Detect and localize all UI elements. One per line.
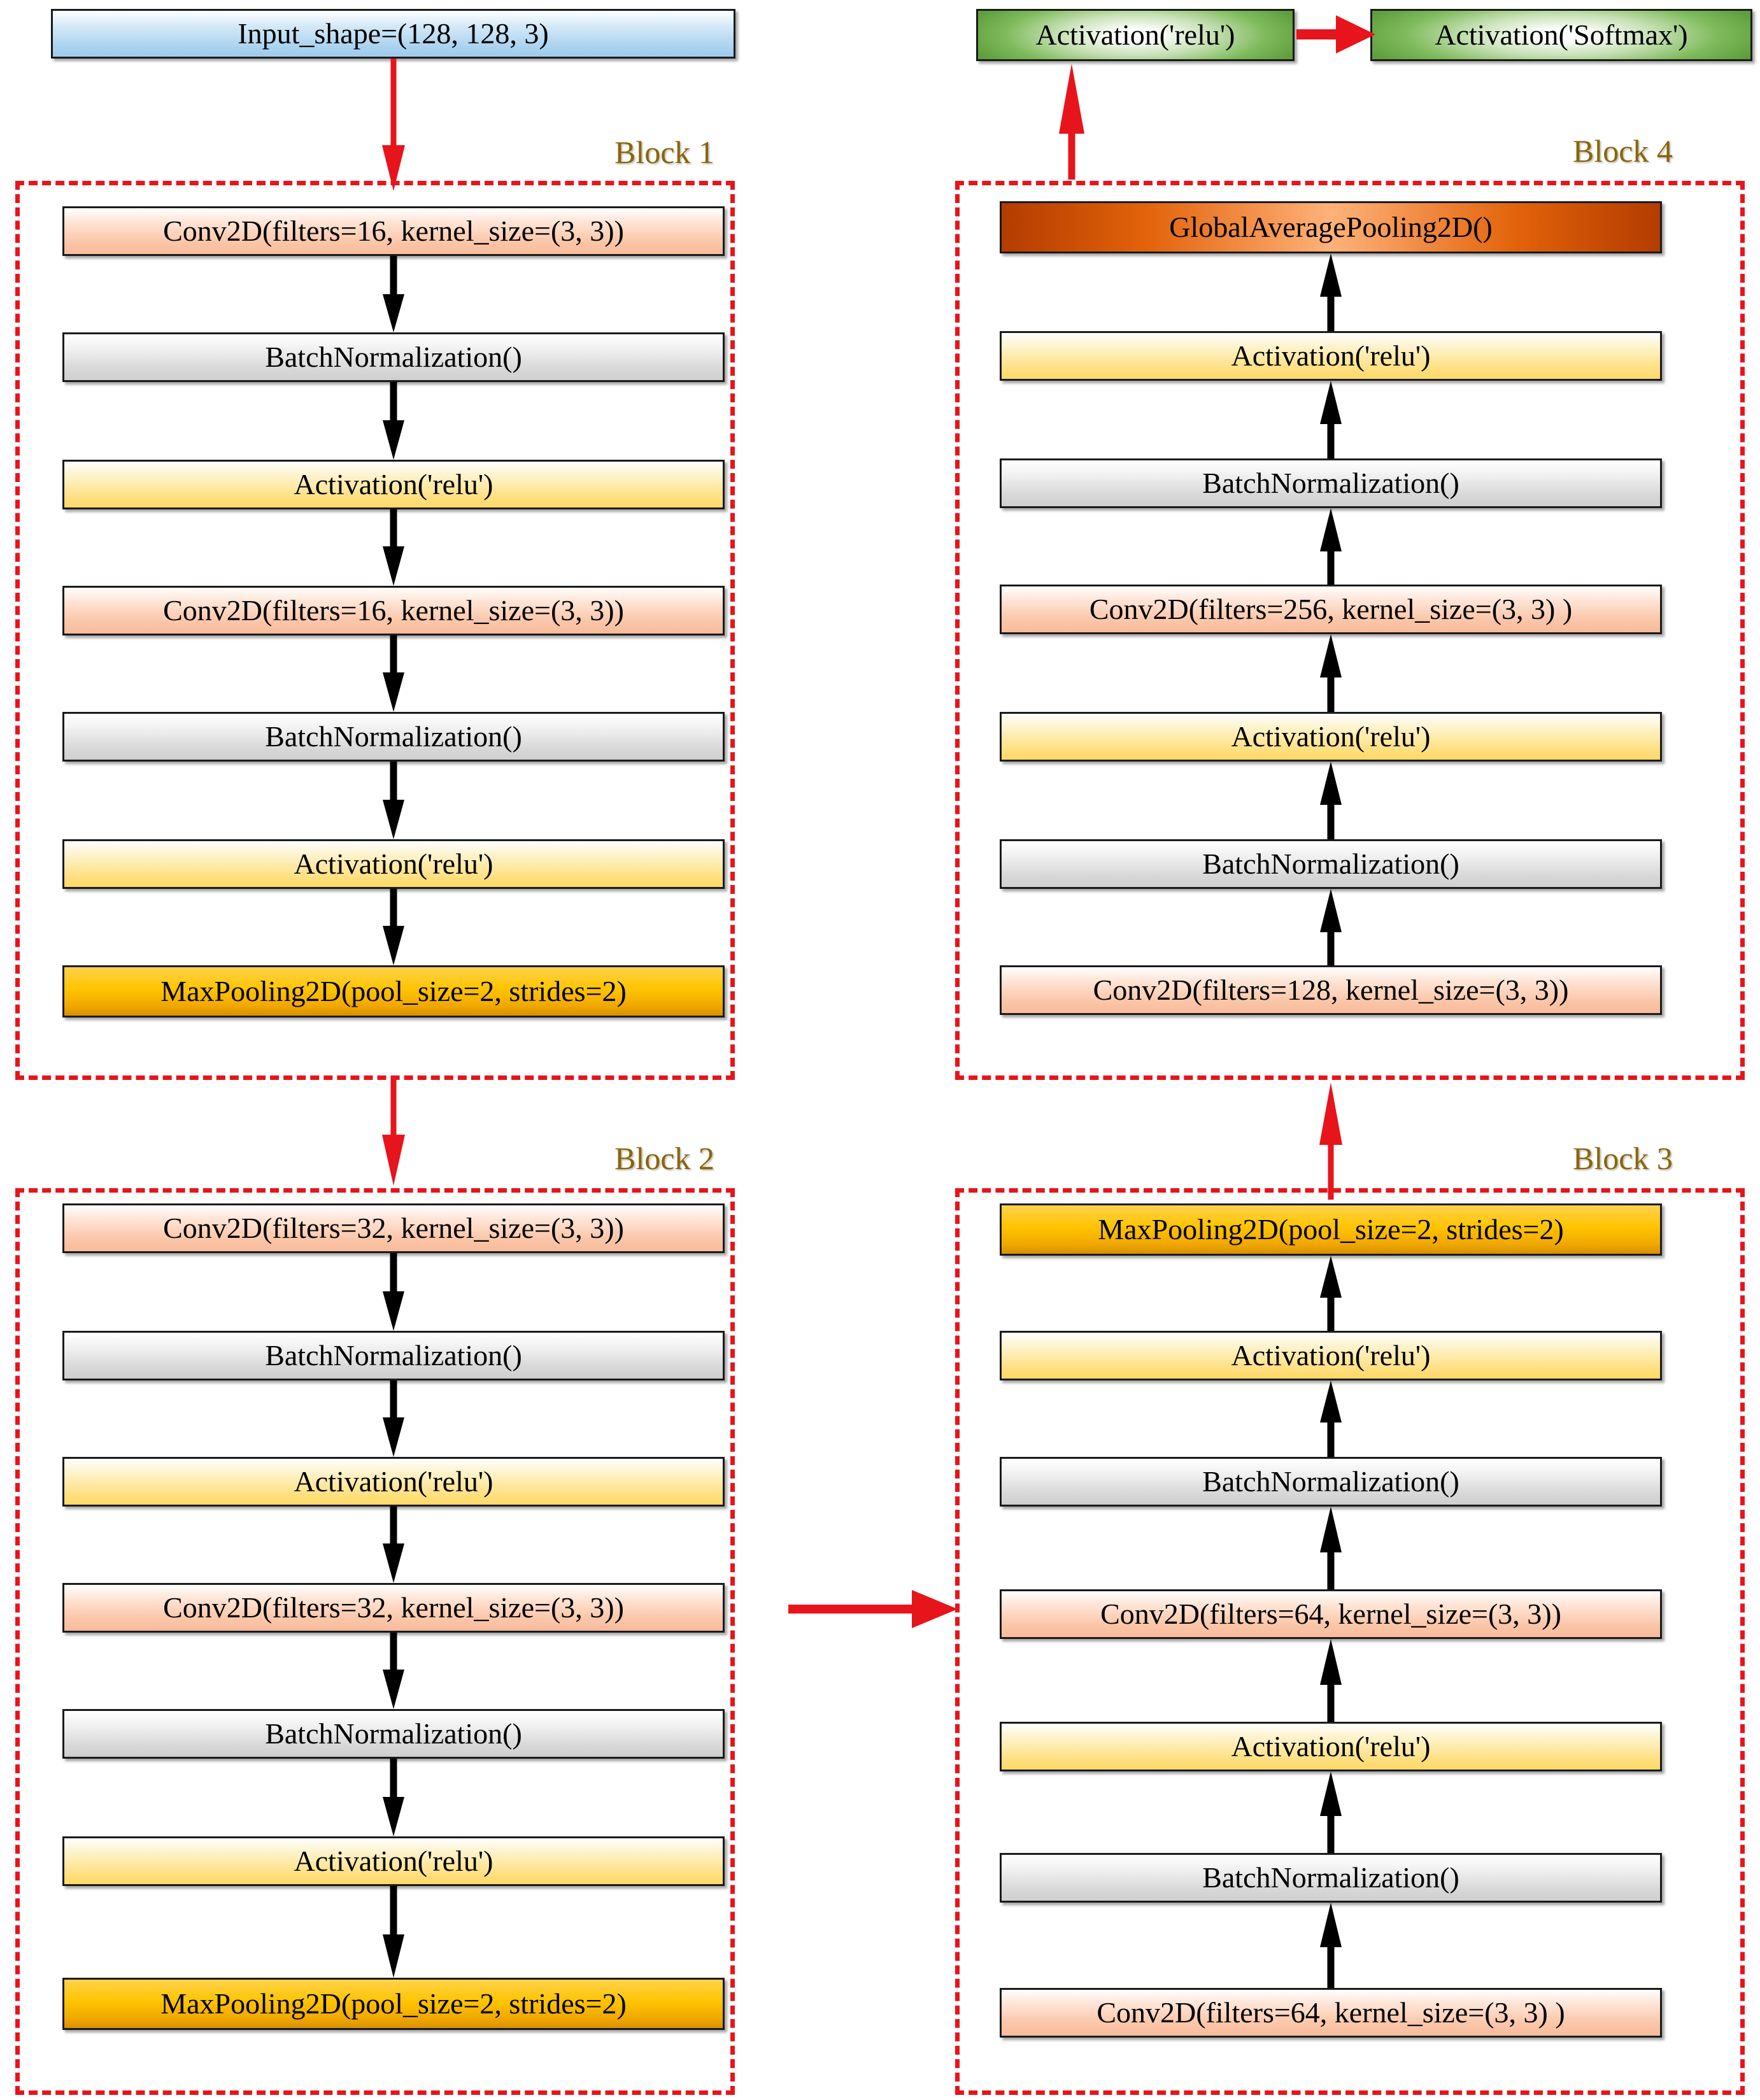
block-3-layer-1: Activation('relu') bbox=[1000, 1331, 1662, 1380]
block-3-layer-3: Conv2D(filters=64, kernel_size=(3, 3)) bbox=[1000, 1589, 1662, 1639]
block-2-layer-6: MaxPooling2D(pool_size=2, strides=2) bbox=[62, 1978, 725, 2030]
block-2-layer-2: Activation('relu') bbox=[62, 1457, 725, 1507]
block-4-layer-6: Conv2D(filters=128, kernel_size=(3, 3)) bbox=[1000, 965, 1662, 1015]
block-2-layer-3: Conv2D(filters=32, kernel_size=(3, 3)) bbox=[62, 1583, 725, 1633]
output-relu-node: Activation('relu') bbox=[976, 9, 1295, 61]
block-1-layer-6: MaxPooling2D(pool_size=2, strides=2) bbox=[62, 965, 725, 1018]
arrow-relu-to-softmax bbox=[1296, 15, 1375, 53]
block-3-layer-6: Conv2D(filters=64, kernel_size=(3, 3) ) bbox=[1000, 1988, 1662, 2038]
block-1-layer-4: BatchNormalization() bbox=[62, 712, 725, 762]
arrow-block1-to-block2 bbox=[382, 1076, 405, 1186]
arrow-block2-to-block3 bbox=[788, 1590, 958, 1628]
block-2-layer-0: Conv2D(filters=32, kernel_size=(3, 3)) bbox=[62, 1203, 725, 1253]
input-node: Input_shape=(128, 128, 3) bbox=[51, 9, 735, 59]
block-3-layer-2: BatchNormalization() bbox=[1000, 1457, 1662, 1507]
block-3-layer-5: BatchNormalization() bbox=[1000, 1853, 1662, 1903]
block-1-layer-0: Conv2D(filters=16, kernel_size=(3, 3)) bbox=[62, 206, 725, 256]
block-3-layer-0: MaxPooling2D(pool_size=2, strides=2) bbox=[1000, 1203, 1662, 1256]
block-4-layer-5: BatchNormalization() bbox=[1000, 839, 1662, 889]
block-4-label: Block 4 bbox=[1573, 133, 1673, 169]
arrow-block4-to-output-relu bbox=[1059, 64, 1084, 180]
block-4-layer-0: GlobalAveragePooling2D() bbox=[1000, 201, 1662, 253]
block-4-layer-2: BatchNormalization() bbox=[1000, 458, 1662, 508]
block-2-layer-5: Activation('relu') bbox=[62, 1836, 725, 1886]
block-4-layer-3: Conv2D(filters=256, kernel_size=(3, 3) ) bbox=[1000, 585, 1662, 634]
block-2-label: Block 2 bbox=[614, 1140, 714, 1176]
block-4-layer-4: Activation('relu') bbox=[1000, 712, 1662, 762]
block-1-label: Block 1 bbox=[614, 134, 714, 170]
block-3-label: Block 3 bbox=[1573, 1140, 1673, 1176]
block-2-layer-4: BatchNormalization() bbox=[62, 1709, 725, 1759]
block-1-layer-5: Activation('relu') bbox=[62, 839, 725, 889]
block-3-layer-4: Activation('relu') bbox=[1000, 1722, 1662, 1771]
output-softmax-node: Activation('Softmax') bbox=[1370, 9, 1752, 61]
block-4-layer-1: Activation('relu') bbox=[1000, 331, 1662, 381]
block-2-layer-1: BatchNormalization() bbox=[62, 1331, 725, 1380]
arrow-input-to-block1 bbox=[382, 59, 405, 191]
block-1-layer-1: BatchNormalization() bbox=[62, 332, 725, 382]
block-1-layer-2: Activation('relu') bbox=[62, 460, 725, 509]
block-1-layer-3: Conv2D(filters=16, kernel_size=(3, 3)) bbox=[62, 586, 725, 635]
arrow-block3-to-block4 bbox=[1319, 1082, 1342, 1200]
